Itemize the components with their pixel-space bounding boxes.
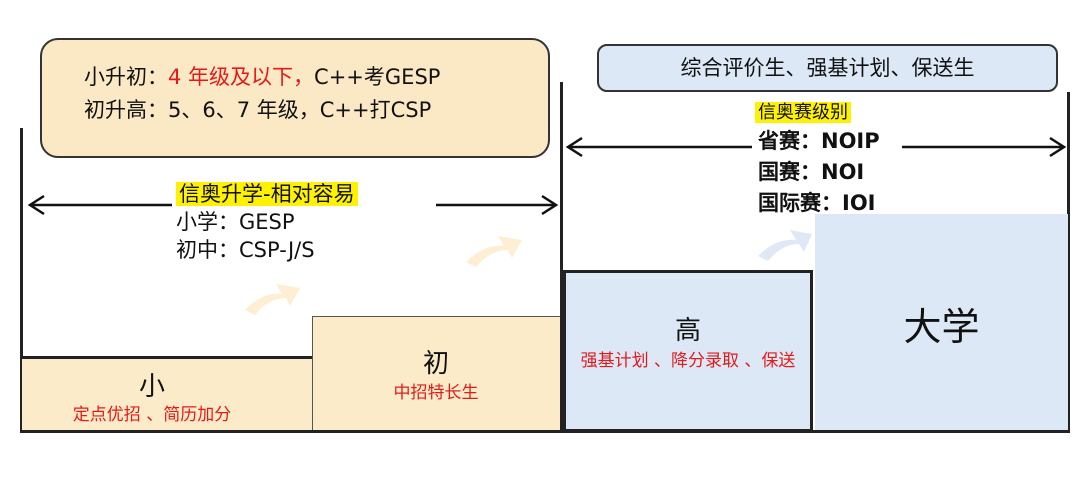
right-vertical-line	[1067, 92, 1070, 432]
stage-small-desc: 定点优招 、简历加分	[72, 405, 232, 425]
left-section-line-2: 初中：CSP-J/S	[176, 238, 315, 262]
right-range-arrow	[565, 136, 1067, 158]
level-international: 国际赛：IOI	[758, 191, 876, 215]
level-provincial: 省赛：NOIP	[758, 129, 880, 153]
left-vertical-line	[20, 128, 23, 432]
stage-university-name: 大学	[903, 305, 980, 349]
stage-middle-block	[312, 316, 560, 432]
stage-high-desc: 强基计划 、降分录取 、保送	[580, 351, 796, 371]
top-left-line-1: 小升初：4 年级及以下，C++考GESP	[84, 62, 440, 92]
left-title-highlight: 信奥升学-相对容易	[176, 182, 358, 206]
line1-prefix: 小升初：	[84, 65, 168, 89]
level-national: 国赛：NOI	[758, 160, 865, 184]
stage-small-name: 小	[138, 372, 165, 402]
stage-high-block	[563, 270, 813, 432]
left-range-arrow	[27, 194, 559, 216]
right-title-highlight: 信奥赛级别	[755, 102, 851, 123]
middle-vertical-line	[560, 82, 563, 432]
top-right-info-box	[597, 44, 1058, 92]
baseline	[20, 430, 1070, 433]
top-left-line-2: 初升高：5、6、7 年级，C++打CSP	[84, 98, 432, 122]
stage-small-block	[22, 356, 312, 432]
line1-red: 4 年级及以下，	[168, 65, 315, 89]
left-section-line-1: 小学：GESP	[176, 210, 295, 234]
arrow-up-icon-1	[245, 284, 300, 315]
top-left-info-box	[40, 38, 550, 158]
right-section-list: 省赛：NOIP 国赛：NOI 国际赛：IOI	[758, 126, 880, 219]
stage-university-block	[815, 214, 1068, 432]
stage-middle-desc: 中招特长生	[393, 383, 479, 403]
stage-high-name: 高	[674, 316, 701, 346]
line1-suffix: C++考GESP	[314, 65, 441, 89]
right-section-title: 信奥赛级别	[755, 101, 851, 125]
left-section-title: 信奥升学-相对容易	[176, 179, 358, 209]
arrow-up-icon-2	[466, 236, 522, 267]
top-right-text: 综合评价生、强基计划、保送生	[680, 56, 975, 80]
stage-middle-name: 初	[422, 349, 449, 379]
arrow-up-icon-3	[758, 230, 812, 261]
